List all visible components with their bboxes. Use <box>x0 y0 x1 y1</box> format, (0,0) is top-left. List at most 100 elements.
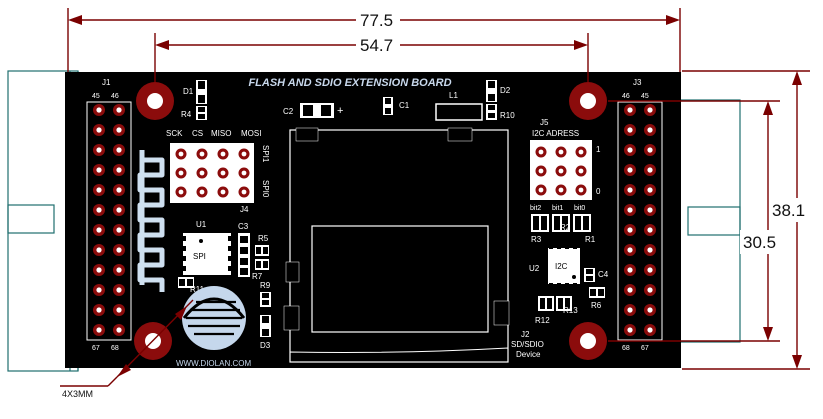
j1-pin-hole <box>96 307 102 313</box>
j4-pin-hole <box>220 170 226 176</box>
dim-hole-size: 4X3MM <box>62 389 93 399</box>
j3-pin-hole <box>647 247 653 253</box>
j3-pin-hole <box>647 187 653 193</box>
j3-pin-68: 68 <box>622 345 630 352</box>
j5-row1: 1 <box>596 145 601 154</box>
resistor-r6: R6 <box>589 287 605 310</box>
dim-overall-width: 77.5 <box>360 11 393 30</box>
j3-pin-hole <box>647 167 653 173</box>
diolan-logo: WWW.DIOLAN.COM <box>176 286 251 368</box>
header-j4-pins <box>175 148 250 198</box>
j3-pin-hole <box>647 127 653 133</box>
j5-bit2: bit2 <box>530 205 541 212</box>
j3-pin-hole <box>647 327 653 333</box>
header-j1-pins <box>93 104 125 336</box>
resistor-pad <box>554 216 560 230</box>
capacitor-c4: C4 <box>584 268 609 282</box>
r11-label: R11 <box>190 285 205 294</box>
header-j3: J3 46 45 68 67 <box>617 78 663 352</box>
j1-pin-hole <box>96 287 102 293</box>
sd-contact <box>316 238 326 258</box>
j4-label-sck: SCK <box>166 129 183 138</box>
c1-label: C1 <box>399 101 410 110</box>
j3-pin-hole <box>627 127 633 133</box>
r10-label: R10 <box>500 111 515 120</box>
j1-pin-hole <box>96 207 102 213</box>
j1-pin-hole <box>116 127 122 133</box>
r9-label: R9 <box>260 281 271 290</box>
resistor-r5: R5 <box>255 234 269 256</box>
header-j4: SCK CS MISO MOSI SPI1 SPI0 J4 <box>166 129 270 214</box>
j3-pin-hole <box>647 307 653 313</box>
j4-pin-hole <box>220 151 226 157</box>
mounting-hole-top-right <box>569 82 607 120</box>
j1-pin-hole <box>116 107 122 113</box>
r5-label: R5 <box>258 234 269 243</box>
j5-row0: 0 <box>596 187 601 196</box>
resistor-pad <box>541 216 547 230</box>
resistor-r10: R10 <box>486 104 515 120</box>
d1-label: D1 <box>183 87 194 96</box>
led-d3: D3 <box>260 315 271 350</box>
l1-label: L1 <box>449 91 458 100</box>
j1-pin-hole <box>96 187 102 193</box>
r13-label: R13 <box>563 306 578 315</box>
j1-pin-45: 45 <box>92 93 100 100</box>
u2-i2c-label: I2C <box>555 262 568 271</box>
r7-label: R7 <box>252 272 263 281</box>
j1-pin-46: 46 <box>111 93 119 100</box>
sd-contact <box>428 238 438 260</box>
resistor-array-r1-r3: R3 R2 R1 <box>531 214 596 244</box>
j1-pin-hole <box>96 247 102 253</box>
j4-pin-hole <box>241 151 247 157</box>
j4-pin-hole <box>199 189 205 195</box>
resistor-r4: R4 <box>181 106 207 120</box>
header-j1: J1 45 46 67 68 <box>86 78 132 352</box>
j2-label: J2 <box>521 330 530 339</box>
resistor-r9: R9 <box>260 281 271 307</box>
inductor-l1: L1 <box>435 91 483 121</box>
resistor-pad <box>562 216 568 230</box>
j3-label: J3 <box>633 78 642 87</box>
pcb-antenna-trace <box>137 150 165 292</box>
sd-card-contacts <box>316 238 476 278</box>
j4-pin-hole <box>178 151 184 157</box>
j4-pin-hole <box>199 170 205 176</box>
r6-label: R6 <box>591 301 602 310</box>
r4-label: R4 <box>181 110 192 119</box>
sd-contact <box>466 238 476 260</box>
j1-pin-hole <box>96 107 102 113</box>
c2-plus: + <box>337 105 343 117</box>
j4-pin-hole <box>178 170 184 176</box>
j3-pin-hole <box>647 287 653 293</box>
j4-label-mosi: MOSI <box>241 129 261 138</box>
sd-contact <box>386 238 396 260</box>
j3-pin-hole <box>647 267 653 273</box>
j1-pin-hole <box>96 227 102 233</box>
j4-label-spi1: SPI1 <box>261 145 270 163</box>
j1-pin-hole <box>116 207 122 213</box>
j3-pin-hole <box>627 187 633 193</box>
j5-pin-hole <box>558 149 564 155</box>
dim-overall-height: 38.1 <box>772 201 805 220</box>
resistor-r12: R12 <box>535 296 554 325</box>
u2-label: U2 <box>529 264 540 273</box>
j1-pin-hole <box>96 147 102 153</box>
j3-pin-hole <box>647 227 653 233</box>
j1-pin-hole <box>96 127 102 133</box>
sd-contact <box>448 238 458 260</box>
j1-pin-68: 68 <box>111 345 119 352</box>
j5-bit0: bit0 <box>574 205 585 212</box>
sd-contact <box>340 238 350 260</box>
j1-pin-hole <box>116 287 122 293</box>
j2-caption-sdsdio: SD/SDIO <box>511 340 544 349</box>
j5-label: J5 <box>540 118 549 127</box>
j2-caption-device: Device <box>516 350 541 359</box>
j1-pin-hole <box>116 327 122 333</box>
j5-pin-hole <box>578 168 584 174</box>
sd-contact <box>463 262 472 278</box>
j5-pin-hole <box>558 187 564 193</box>
j4-label: J4 <box>240 205 249 214</box>
j3-pin-hole <box>647 147 653 153</box>
